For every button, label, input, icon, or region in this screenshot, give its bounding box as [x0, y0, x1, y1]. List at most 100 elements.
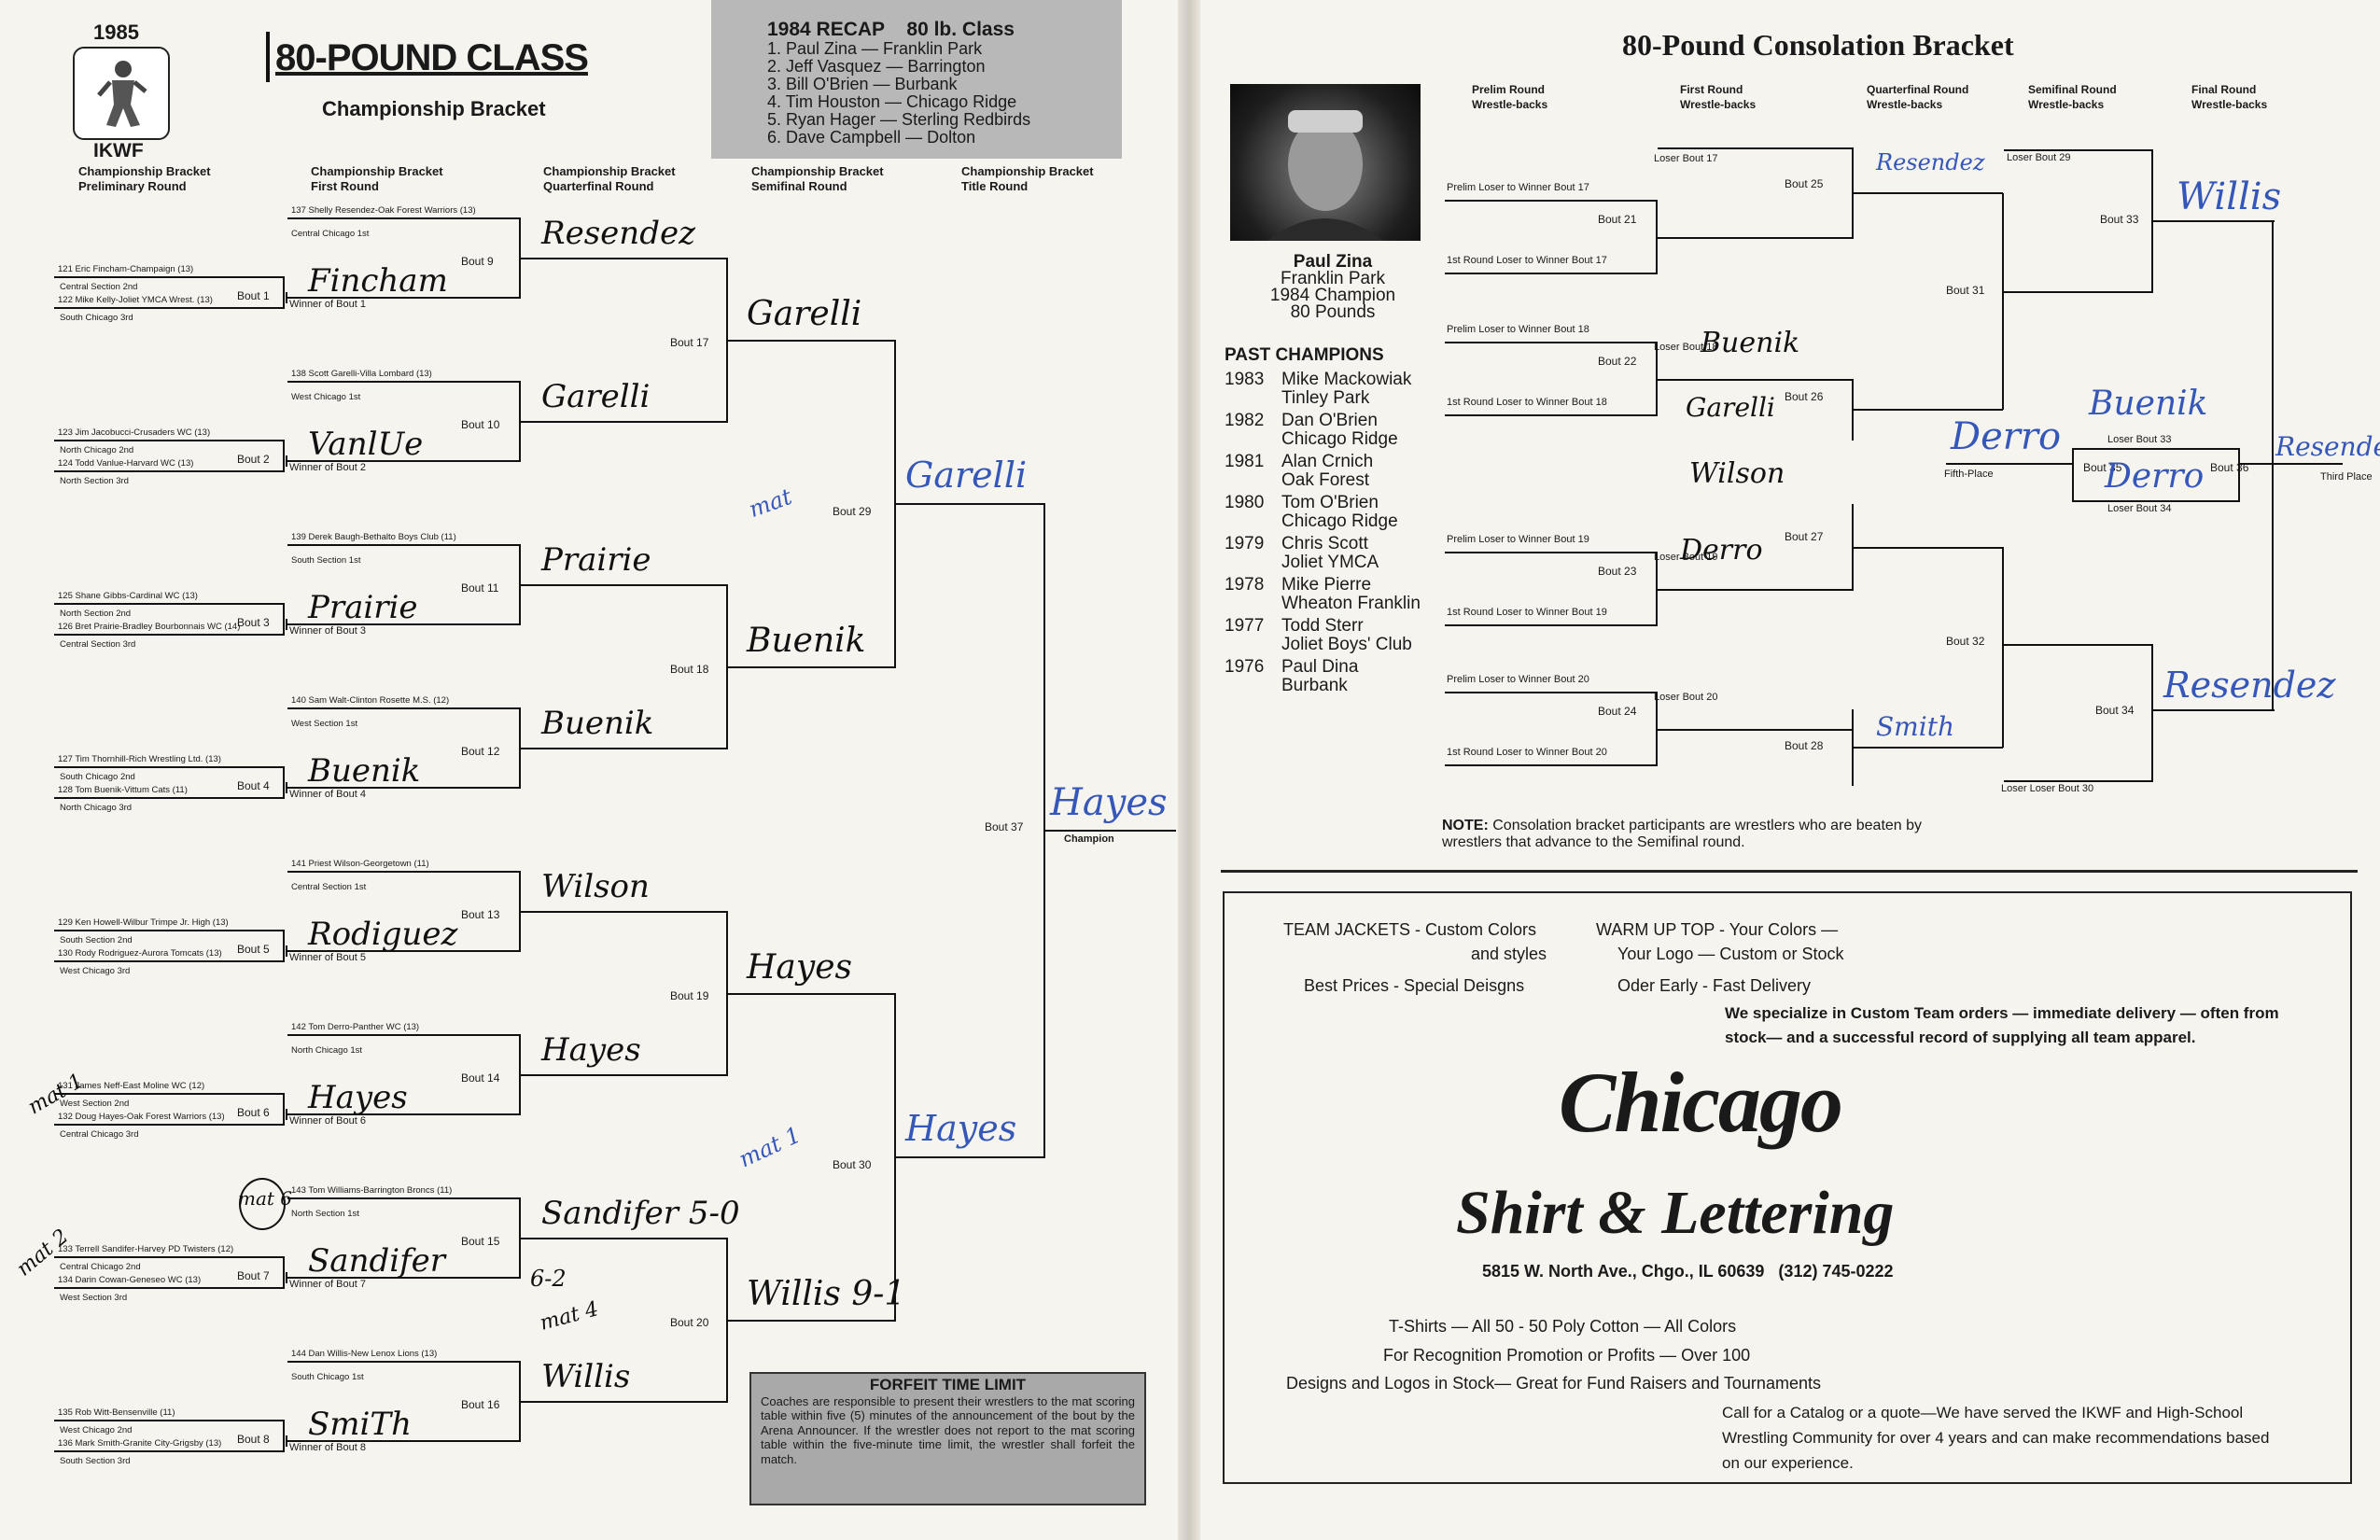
recap-line: 3. Bill O'Brien — Burbank [767, 75, 958, 93]
bracket-line [286, 455, 287, 467]
ad-tshirts-3: Designs and Logos in Stock— Great for Fu… [1286, 1374, 1821, 1393]
bout-label: Bout 2 [237, 453, 270, 466]
bracket-line [728, 340, 896, 342]
bout-label: Bout 9 [461, 255, 494, 268]
cons-entry: Loser Bout 17 [1654, 153, 1718, 164]
handwritten-name: Buenik [1701, 327, 1800, 359]
section-label: West Chicago 3rd [60, 966, 131, 976]
wrestler-entry: 122 Mike Kelly-Joliet YMCA Wrest. (13) [58, 295, 213, 305]
bracket-line [728, 1320, 896, 1322]
bracket-line [54, 634, 283, 636]
margin-note: 6-2 [530, 1266, 567, 1292]
champion-name: Paul Zina [1293, 252, 1373, 272]
bracket-line [521, 748, 726, 749]
bracket-line [286, 1435, 287, 1447]
bout-label: Bout 17 [670, 336, 709, 349]
bout-label: Bout 5 [237, 943, 270, 956]
section-label: West Section 2nd [60, 1099, 130, 1109]
bracket-line [1852, 147, 1854, 239]
handwritten-name: Derro [1951, 415, 2062, 458]
bracket-line [287, 297, 521, 299]
section-label: South Chicago 3rd [60, 313, 133, 323]
forfeit-text: Coaches are responsible to present their… [761, 1393, 1135, 1466]
place-label: Third Place [2320, 471, 2373, 483]
wrestler-entry: 136 Mark Smith-Granite City-Grigsby (13) [58, 1438, 222, 1449]
cons-entry: 1st Round Loser to Winner Bout 20 [1447, 747, 1607, 758]
bracket-line [1445, 624, 1658, 626]
place-label: Fifth-Place [1944, 469, 1994, 480]
bracket-line [54, 930, 283, 931]
section-label: North Chicago 1st [291, 1045, 363, 1056]
handwritten-name: Willis 9-1 [747, 1275, 906, 1313]
bracket-line [521, 1238, 726, 1239]
section-label: Central Section 1st [291, 882, 367, 892]
handwritten-name: Garelli [747, 295, 862, 333]
bracket-line [286, 1272, 287, 1283]
bracket-line [54, 276, 283, 278]
ad-call: Call for a Catalog or a quote—We have se… [1722, 1404, 2270, 1472]
section-label: North Section 3rd [60, 476, 129, 486]
bout-label: Bout 20 [670, 1316, 709, 1329]
handwritten-name: Wilson [541, 868, 650, 905]
bracket-line [286, 945, 287, 957]
ad-tshirts-1: T-Shirts — All 50 - 50 Poly Cotton — All… [1389, 1317, 1737, 1336]
past-name: Mike Pierre [1281, 575, 1372, 595]
recap-box: 1984 RECAP 80 lb. Class 1. Paul Zina — F… [711, 0, 1122, 159]
handwritten-name: Smith [1876, 711, 1954, 742]
ad-address: 5815 W. North Ave., Chgo., IL 60639 (312… [1482, 1262, 1894, 1281]
bracket-line [1658, 729, 1854, 731]
cons-entry: 1st Round Loser to Winner Bout 17 [1447, 255, 1607, 266]
handwritten-name: Hayes [308, 1079, 408, 1116]
section-label: West Chicago 2nd [60, 1425, 133, 1435]
cons-entry: Loser Bout 29 [2007, 152, 2071, 163]
divider [1221, 870, 2358, 873]
bracket-line [286, 619, 287, 630]
bracket-line [521, 421, 726, 423]
bracket-line [2238, 448, 2240, 502]
wrestler-entry: 125 Shane Gibbs-Cardinal WC (13) [58, 591, 198, 601]
cons-entry: Prelim Loser to Winner Bout 20 [1447, 674, 1589, 685]
bracket-line [1658, 237, 1854, 239]
bracket-line [2153, 709, 2275, 711]
bout-label: Bout 29 [833, 505, 872, 518]
bout-label: Bout 6 [237, 1106, 270, 1119]
past-club: Wheaton Franklin [1281, 594, 1421, 613]
bout-label: Bout 11 [461, 581, 499, 595]
handwritten-name: Buenik [541, 705, 654, 742]
bracket-line [287, 381, 521, 383]
bracket-line [283, 440, 285, 472]
bout-label: Bout 10 [461, 418, 500, 431]
wrestler-entry: 131 James Neff-East Moline WC (12) [58, 1081, 205, 1091]
cons-entry: Loser Bout 19 [1654, 552, 1718, 563]
handwritten-name: Prairie [308, 589, 418, 626]
section-label: Central Chicago 2nd [60, 1262, 141, 1272]
wrestler-entry: 143 Tom Williams-Barrington Broncs (11) [291, 1185, 453, 1196]
circle-mark [239, 1178, 286, 1230]
bracket-line [521, 258, 726, 259]
bracket-line [2153, 220, 2275, 222]
handwritten-name: Buenik [747, 622, 866, 660]
bracket-line [2072, 448, 2240, 450]
handwritten-name: Garelli [905, 455, 1028, 496]
cons-entry: Prelim Loser to Winner Bout 19 [1447, 534, 1589, 545]
handwritten-name: Sandifer [308, 1242, 446, 1280]
handwritten-name: Derro [2105, 457, 2205, 496]
bracket-line [1445, 552, 1658, 553]
bracket-line [521, 1074, 726, 1076]
winner-label: Winner of Bout 5 [289, 952, 366, 963]
bracket-line [54, 1124, 283, 1126]
bracket-line [54, 1256, 283, 1258]
bout-label: Bout 8 [237, 1433, 270, 1446]
bracket-line [726, 584, 728, 749]
wrestler-entry: 144 Dan Willis-New Lenox Lions (13) [291, 1349, 438, 1359]
section-label: Central Section 3rd [60, 639, 136, 650]
bracket-line [1445, 764, 1658, 766]
bracket-line [283, 1256, 285, 1289]
cons-entry: 1st Round Loser to Winner Bout 19 [1447, 607, 1607, 618]
title-bar [266, 32, 270, 82]
champion-caption: Paul Zina Franklin Park 1984 Champion 80… [1221, 252, 1445, 321]
handwritten-name: Garelli [541, 378, 651, 415]
cons-entry: Prelim Loser to Winner Bout 18 [1447, 324, 1589, 335]
